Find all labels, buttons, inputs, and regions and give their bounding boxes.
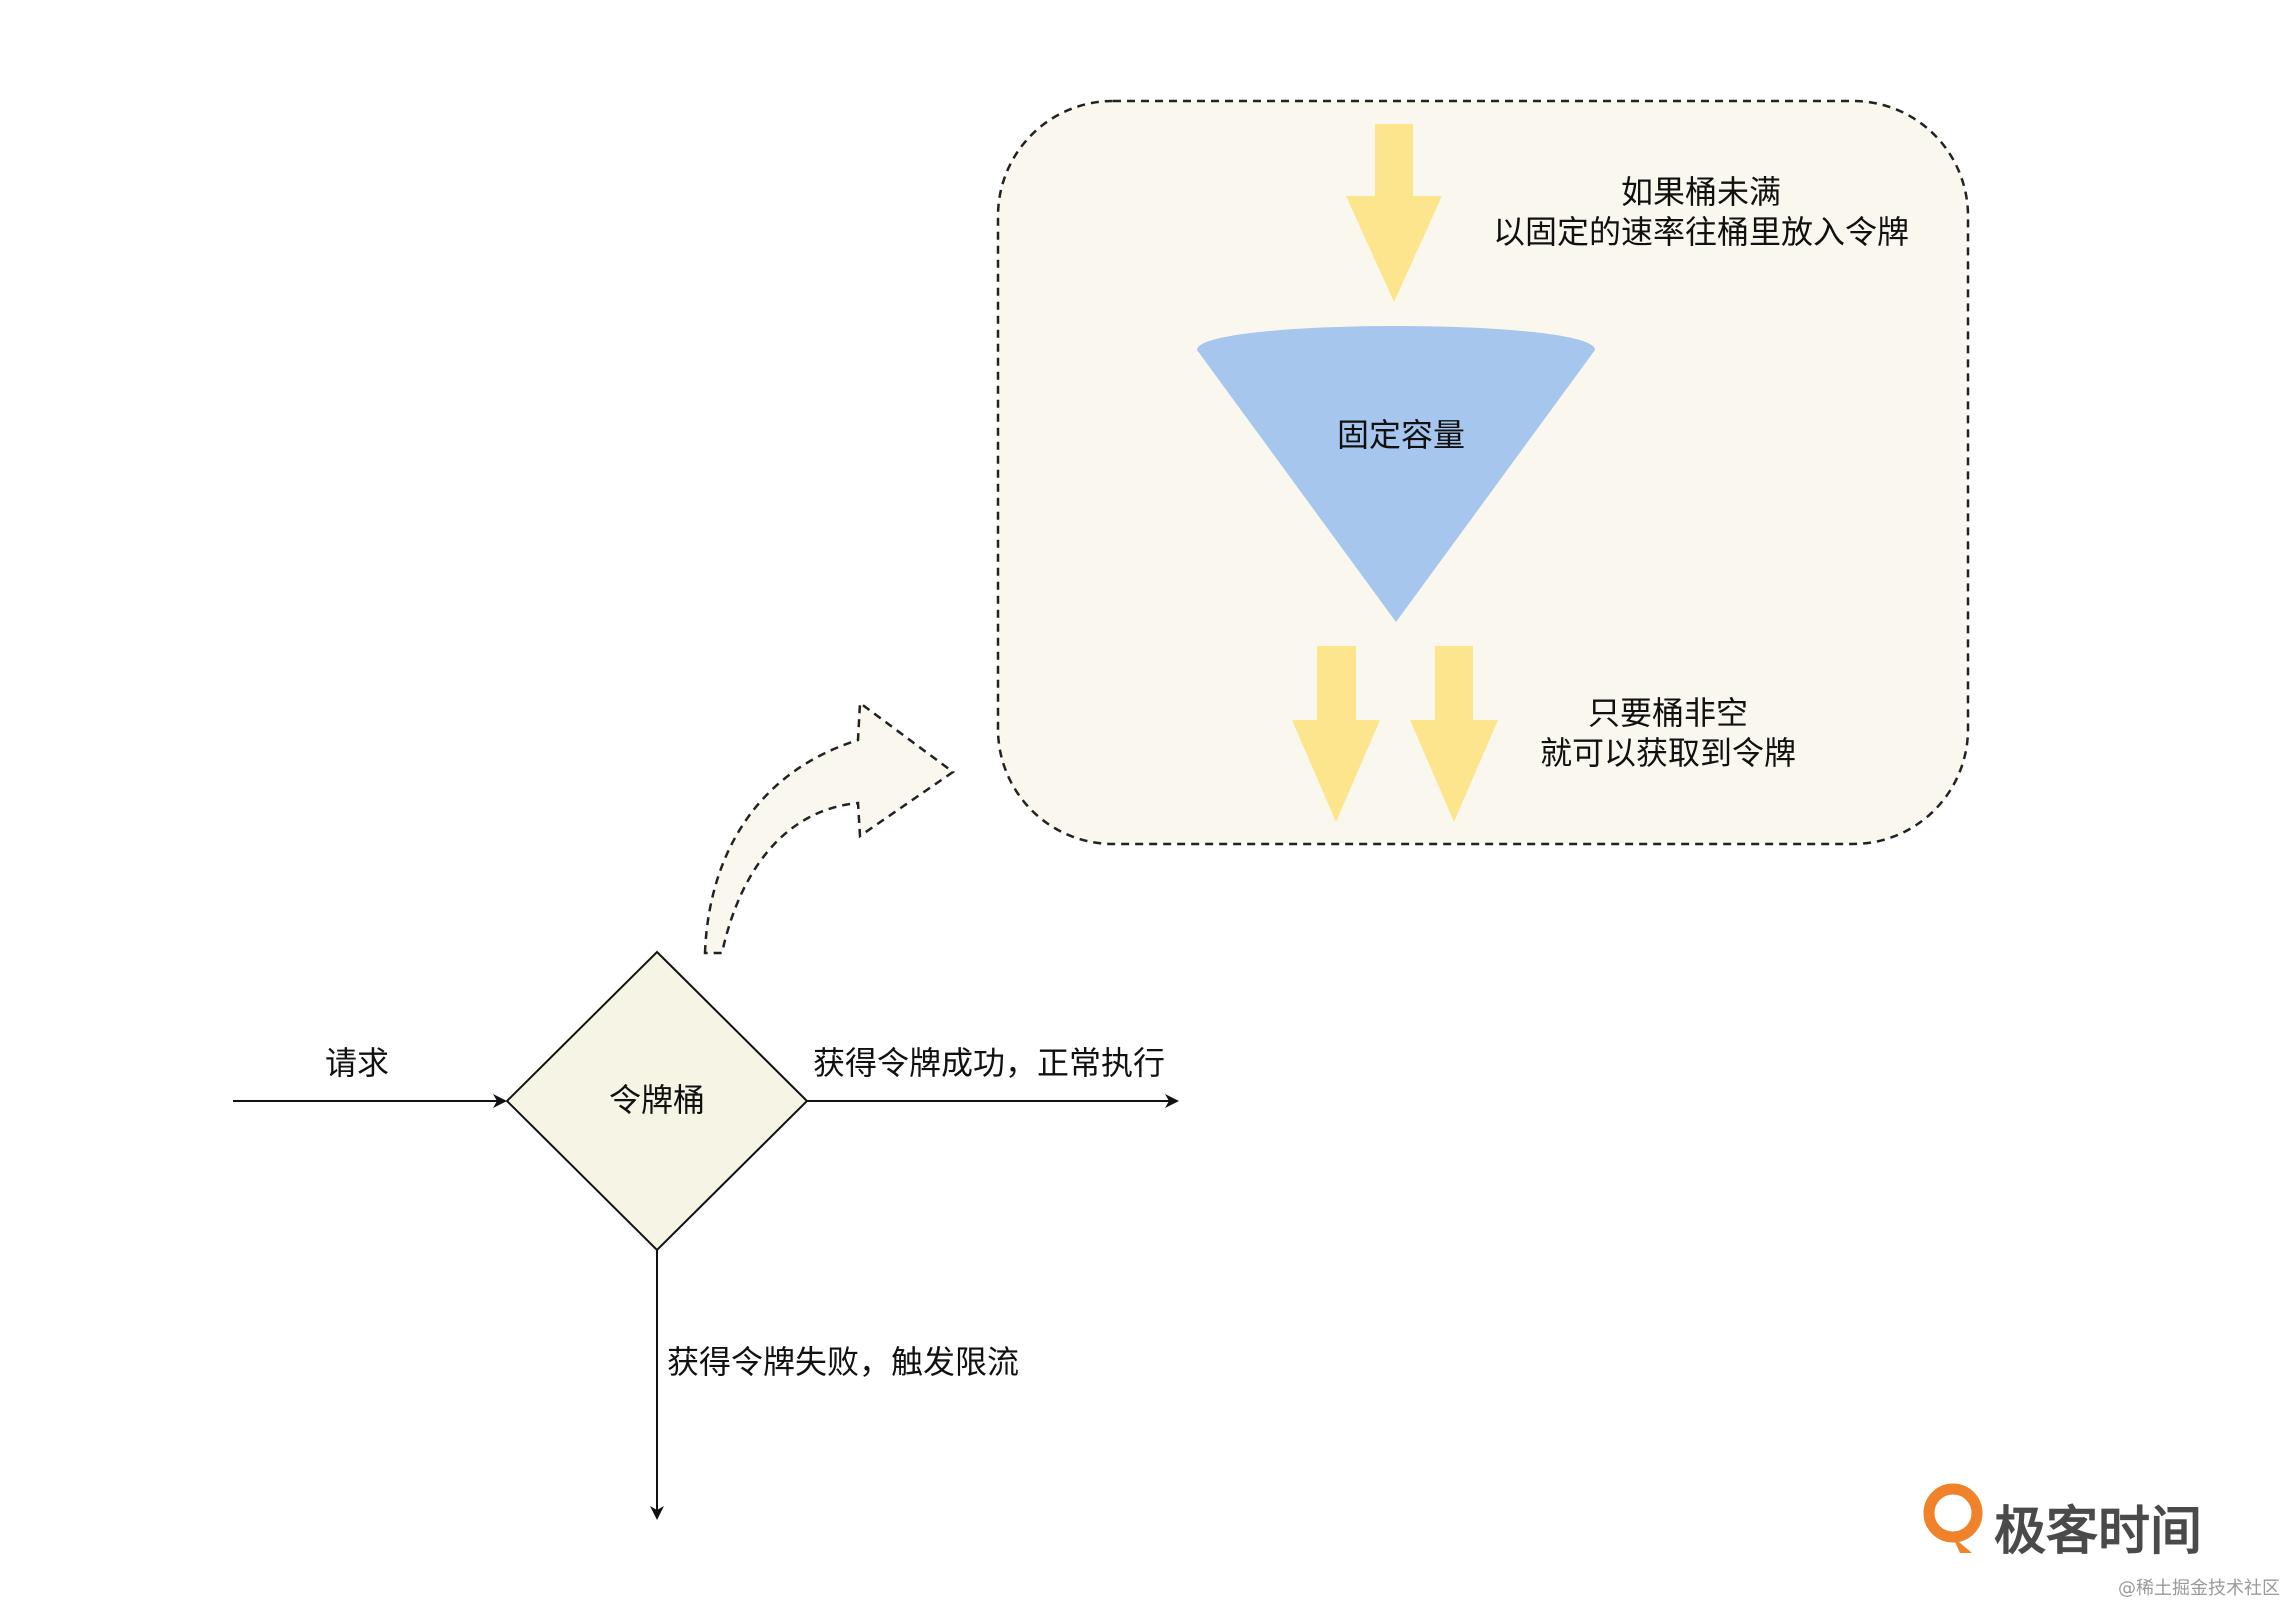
fill-rate-note: 如果桶未满 以固定的速率往桶里放入令牌 [1493, 172, 1909, 252]
take-token-note-line1: 只要桶非空 [1587, 694, 1749, 732]
token-inflow-arrow [1346, 124, 1442, 302]
take-token-note: 只要桶非空 就可以获取到令牌 [1540, 693, 1796, 773]
failure-label: 获得令牌失败，触发限流 [667, 1343, 1020, 1381]
fill-rate-note-line2: 以固定的速率往桶里放入令牌 [1492, 213, 1910, 251]
token-outflow-arrow-right [1410, 646, 1498, 822]
expand-connector-arrow [703, 700, 956, 955]
request-label: 请求 [324, 1044, 390, 1082]
fill-rate-note-line1: 如果桶未满 [1620, 173, 1782, 211]
bucket-capacity-label: 固定容量 [1336, 416, 1466, 454]
geektime-logo-icon [1923, 1483, 1983, 1553]
credit-text: @稀土掘金技术社区 [2118, 1578, 2280, 1599]
decision-label: 令牌桶 [608, 1081, 706, 1119]
take-token-note-line2: 就可以获取到令牌 [1539, 734, 1797, 772]
success-label: 获得令牌成功，正常执行 [813, 1044, 1166, 1082]
token-outflow-arrow-left [1292, 646, 1380, 822]
brand-name: 极客时间 [1994, 1502, 2203, 1562]
bucket-cone [1197, 326, 1595, 622]
